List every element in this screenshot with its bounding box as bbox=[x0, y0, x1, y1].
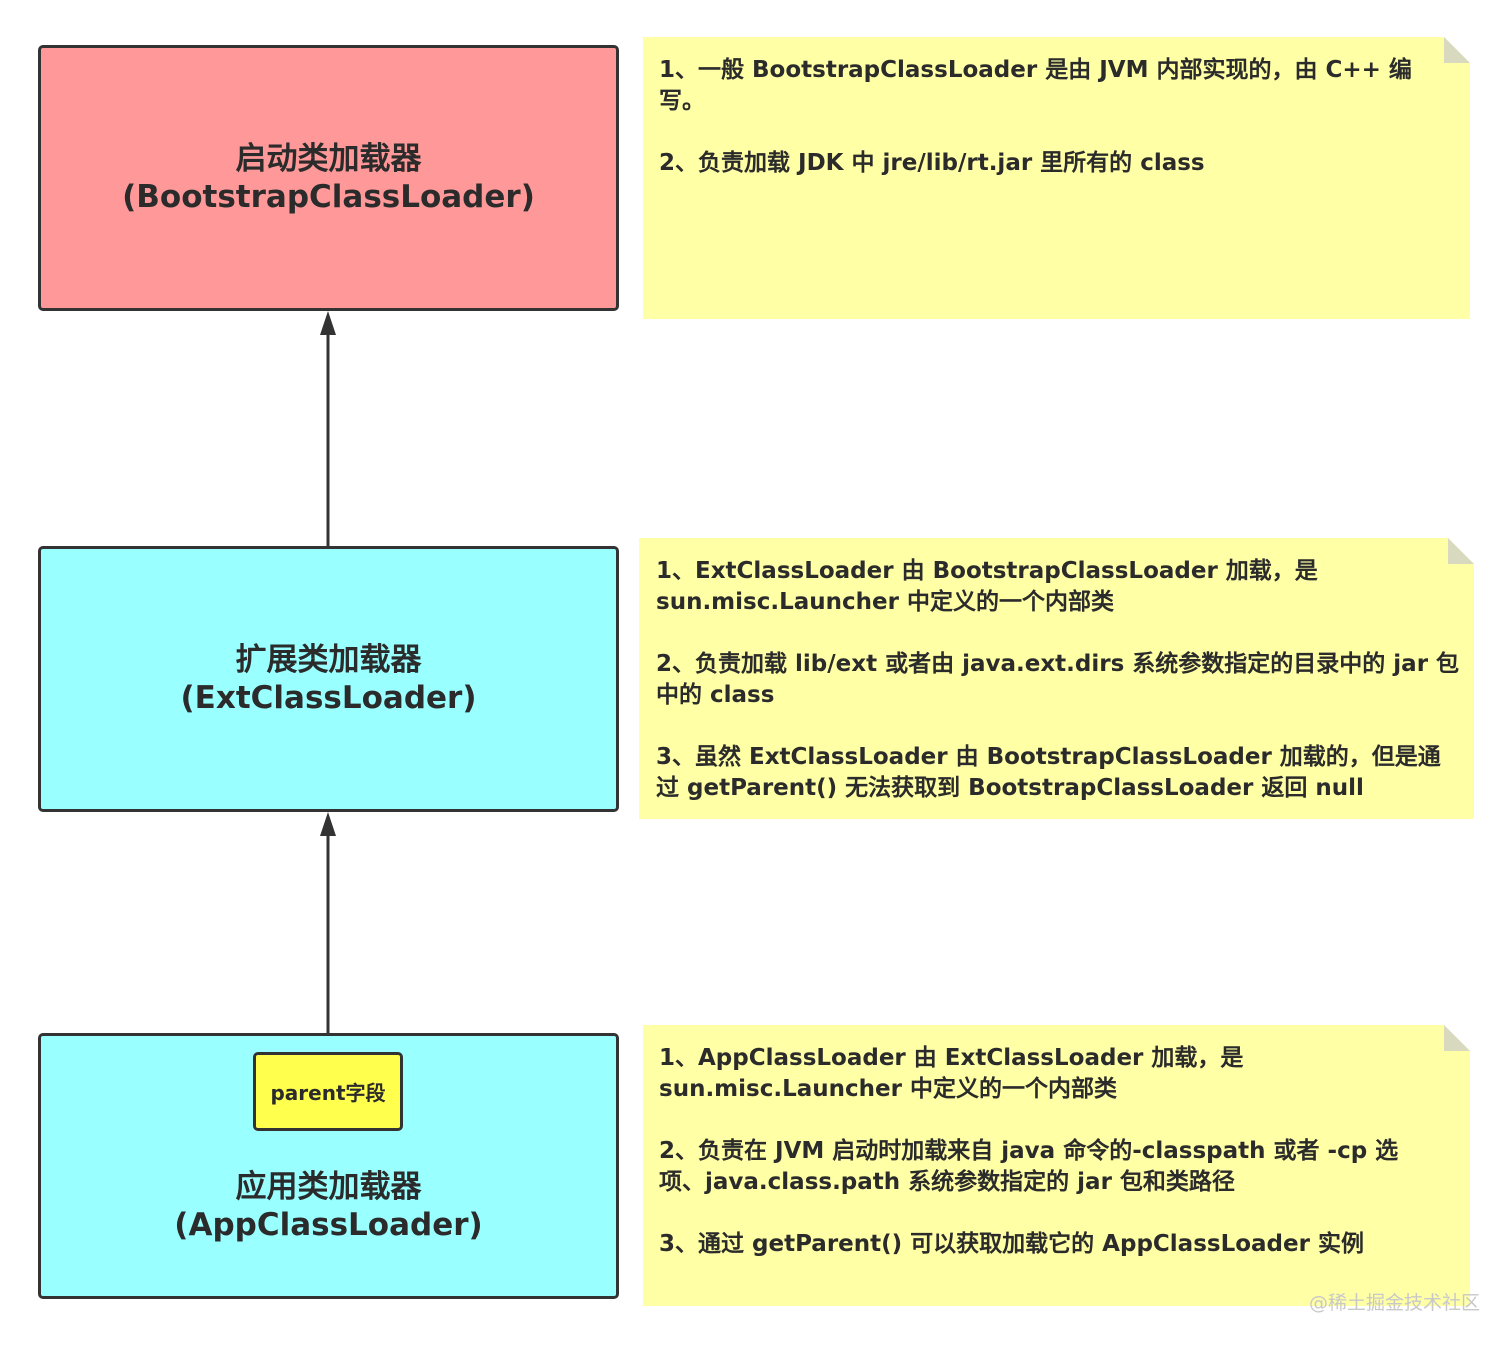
note-bootstrap-line-2: 2、负责加载 JDK 中 jre/lib/rt.jar 里所有的 class bbox=[659, 150, 1205, 176]
note-ext: 1、ExtClassLoader 由 BootstrapClassLoader … bbox=[639, 538, 1474, 819]
note-ext-line-3: 3、虽然 ExtClassLoader 由 BootstrapClassLoad… bbox=[656, 744, 1441, 801]
note-app-line-1: 1、AppClassLoader 由 ExtClassLoader 加载，是 s… bbox=[659, 1045, 1244, 1102]
watermark: @稀土掘金技术社区 bbox=[1308, 1292, 1480, 1314]
app-title: 应用类加载器 bbox=[235, 1169, 422, 1205]
note-bootstrap: 1、一般 BootstrapClassLoader 是由 JVM 内部实现的，由… bbox=[643, 37, 1470, 319]
parent-field-box: parent字段 bbox=[253, 1052, 403, 1131]
note-ext-line-2: 2、负责加载 lib/ext 或者由 java.ext.dirs 系统参数指定的… bbox=[656, 651, 1460, 708]
arrowhead-ext bbox=[320, 812, 336, 836]
note-app-line-3: 3、通过 getParent() 可以获取加载它的 AppClassLoader… bbox=[659, 1231, 1364, 1257]
note-app: 1、AppClassLoader 由 ExtClassLoader 加载，是 s… bbox=[643, 1025, 1470, 1306]
note-ext-line-1: 1、ExtClassLoader 由 BootstrapClassLoader … bbox=[656, 558, 1318, 615]
note-app-line-2: 2、负责在 JVM 启动时加载来自 java 命令的-classpath 或者 … bbox=[659, 1138, 1399, 1195]
bootstrap-subtitle: (BootstrapClassLoader) bbox=[122, 179, 535, 215]
ext-classloader-box: 扩展类加载器 (ExtClassLoader) bbox=[38, 546, 619, 812]
note-bootstrap-line-1: 1、一般 BootstrapClassLoader 是由 JVM 内部实现的，由… bbox=[659, 57, 1412, 114]
bootstrap-classloader-box: 启动类加载器 (BootstrapClassLoader) bbox=[38, 45, 619, 311]
arrowhead-bootstrap bbox=[320, 311, 336, 335]
bootstrap-title: 启动类加载器 bbox=[235, 141, 422, 177]
ext-subtitle: (ExtClassLoader) bbox=[180, 680, 477, 716]
ext-title: 扩展类加载器 bbox=[235, 642, 422, 678]
app-subtitle: (AppClassLoader) bbox=[174, 1207, 483, 1243]
